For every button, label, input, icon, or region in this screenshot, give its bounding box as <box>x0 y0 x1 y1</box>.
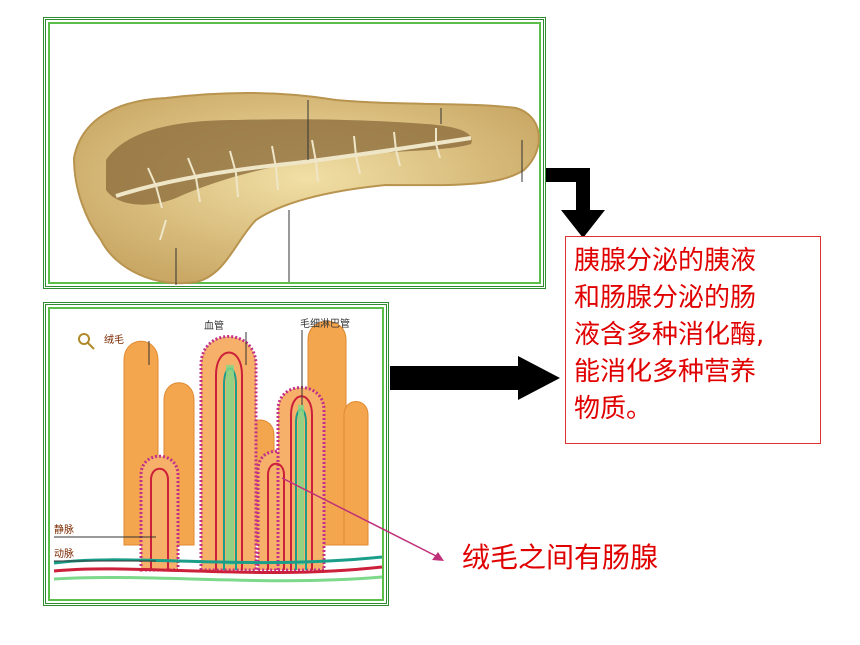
villus-label: 绒毛 <box>104 333 124 346</box>
gland-pointer-line <box>281 477 441 559</box>
villi-image-frame: 绒毛 血管 毛细淋巴管 静脉 动脉 <box>43 302 389 606</box>
magnifier-icon <box>78 333 90 345</box>
bent-arrow-icon <box>546 168 605 238</box>
callout-line: 和肠腺分泌的肠 <box>574 283 757 313</box>
pointer-lines <box>175 100 523 285</box>
callout-line: 液含多种消化酶, <box>574 320 765 350</box>
gland-pointer-arrowhead <box>432 552 444 561</box>
lymph-vessel-label: 毛细淋巴管 <box>300 317 350 330</box>
duct-branches <box>147 128 441 241</box>
callout-line: 能消化多种营养 <box>574 357 757 387</box>
intestinal-glands-label: 绒毛之间有肠腺 <box>462 541 659 574</box>
vein-label: 静脉 <box>54 523 74 536</box>
digestive-juice-callout: 胰腺分泌的胰液 和肠腺分泌的肠 液含多种消化酶, 能消化多种营养 物质。 <box>565 236 821 444</box>
base-vessels <box>53 555 383 583</box>
pancreas-image-frame <box>43 17 546 289</box>
callout-line: 物质。 <box>574 394 653 424</box>
callout-line: 胰腺分泌的胰液 <box>574 246 757 276</box>
pancreatic-duct <box>115 136 472 198</box>
right-arrow-icon <box>390 356 560 400</box>
pancreas-illustration <box>72 92 540 285</box>
villi-illustration: 绒毛 血管 毛细淋巴管 静脉 动脉 <box>53 317 383 583</box>
artery-label: 动脉 <box>54 547 74 560</box>
villi-pointer-lines <box>54 330 303 562</box>
blood-vessel-label: 血管 <box>204 319 224 332</box>
villi-vessels <box>150 351 313 570</box>
